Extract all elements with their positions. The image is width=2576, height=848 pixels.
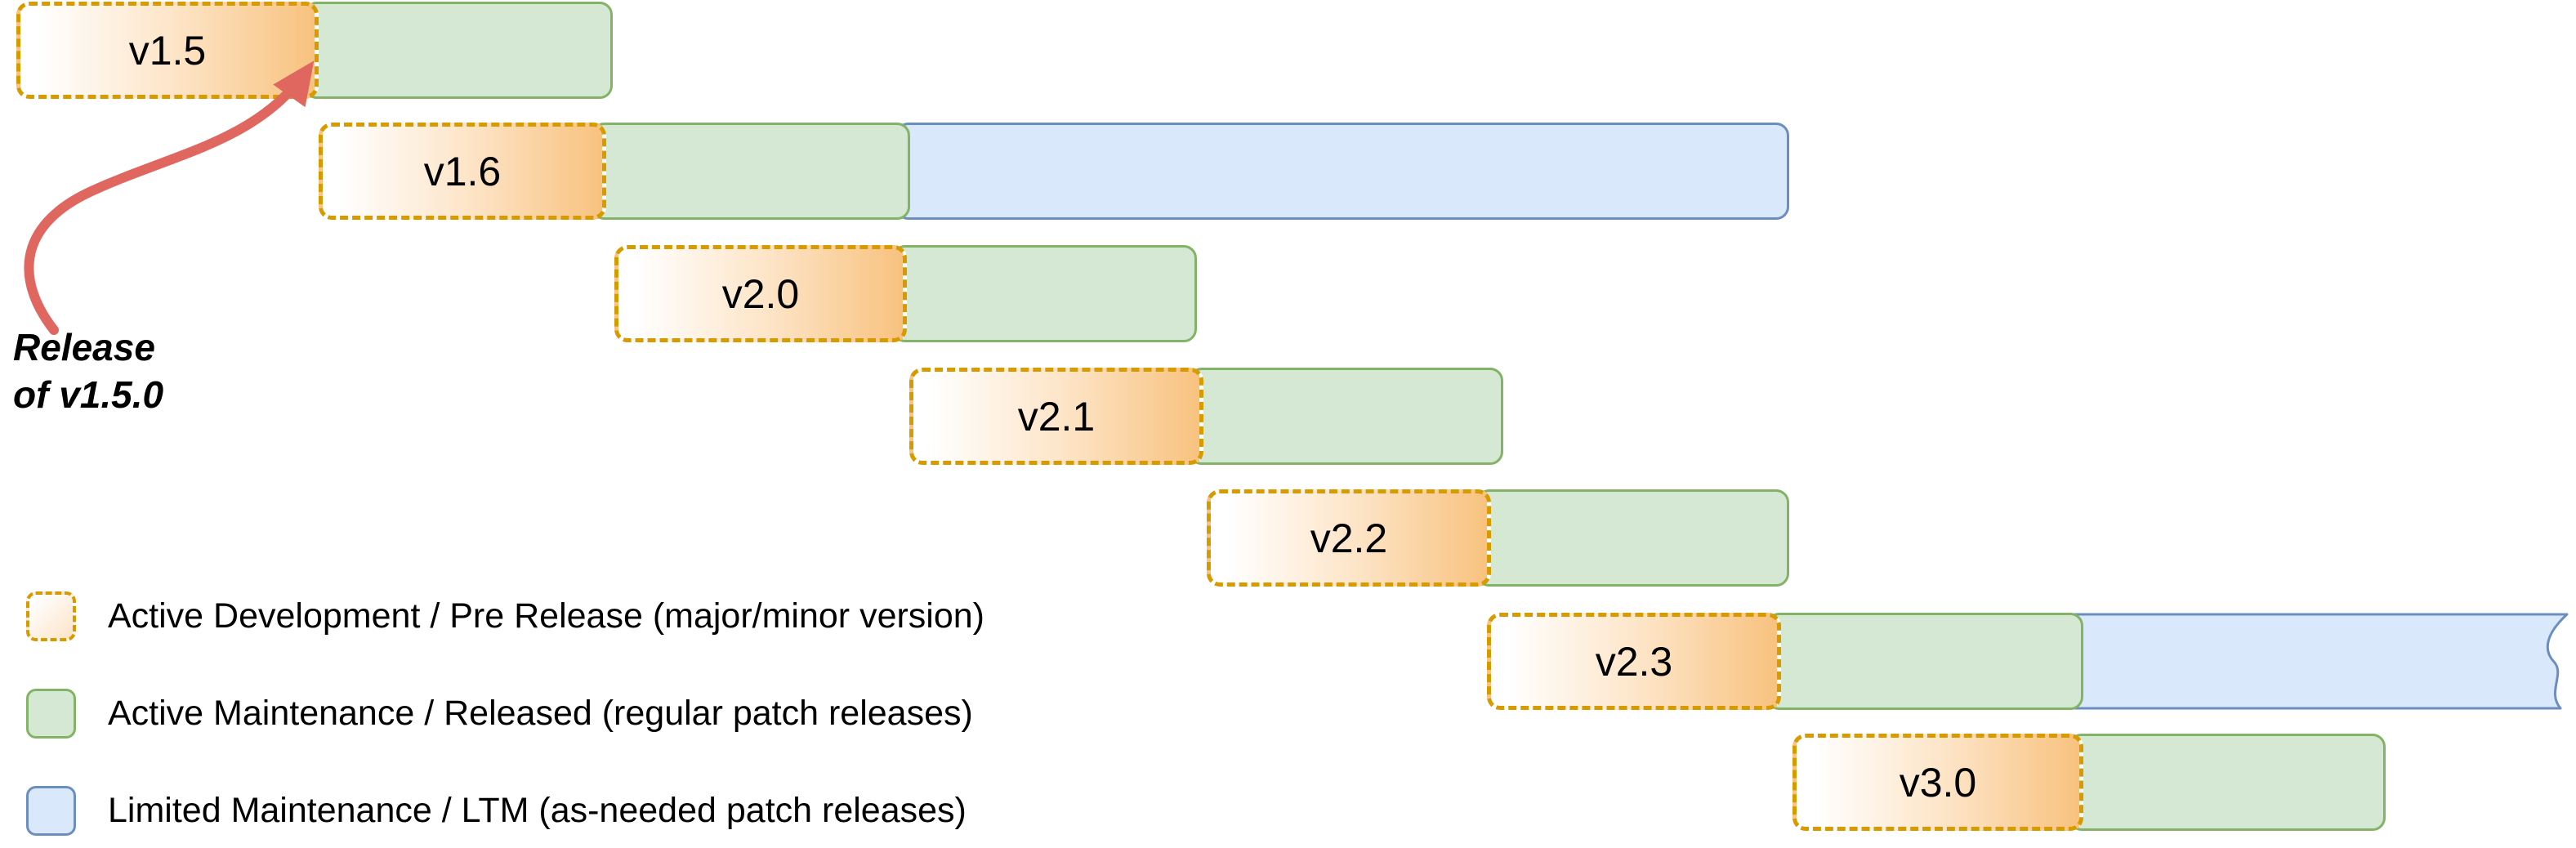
maintenance-swatch-icon — [26, 689, 76, 739]
v3.0-development-segment: v3.0 — [1792, 734, 2083, 831]
bar-label: v2.3 — [1595, 638, 1673, 685]
v2.2-maintenance-segment — [1476, 489, 1789, 587]
v1.6-development-segment: v1.6 — [319, 123, 606, 220]
v2.0-development-segment: v2.0 — [614, 245, 907, 342]
bar-label: v2.0 — [721, 270, 800, 317]
release-annotation: Release of v1.5.0 — [13, 324, 163, 418]
v2.2-development-segment: v2.2 — [1207, 489, 1491, 587]
legend-item-development: Active Development / Pre Release (major/… — [26, 591, 984, 641]
wave-edge — [2069, 613, 2569, 710]
v2.3-maintenance-segment — [1766, 613, 2083, 710]
bar-label: v3.0 — [1899, 759, 1977, 806]
v2.3-ltm-segment — [2069, 613, 2569, 710]
development-swatch-icon — [26, 591, 76, 641]
bar-label: v2.2 — [1310, 515, 1388, 561]
ltm-swatch-icon — [26, 786, 76, 836]
v1.6-ltm-segment — [895, 123, 1789, 220]
legend: Active Development / Pre Release (major/… — [26, 591, 984, 836]
v2.3-development-segment: v2.3 — [1487, 613, 1781, 710]
v2.1-development-segment: v2.1 — [909, 368, 1203, 465]
legend-label-development: Active Development / Pre Release (major/… — [108, 596, 985, 636]
bar-label: v2.1 — [1017, 393, 1096, 440]
release-annotation-line1: Release — [13, 326, 155, 368]
legend-item-maintenance: Active Maintenance / Released (regular p… — [26, 689, 984, 739]
v1.6-maintenance-segment — [592, 123, 910, 220]
legend-label-maintenance: Active Maintenance / Released (regular p… — [108, 694, 973, 733]
v1.5-development-segment: v1.5 — [16, 2, 319, 99]
v2.0-maintenance-segment — [892, 245, 1197, 342]
v3.0-maintenance-segment — [2069, 734, 2386, 831]
v1.5-maintenance-segment — [304, 2, 613, 99]
legend-item-ltm: Limited Maintenance / LTM (as-needed pat… — [26, 786, 984, 836]
bar-label: v1.5 — [128, 27, 207, 74]
legend-label-ltm: Limited Maintenance / LTM (as-needed pat… — [108, 791, 967, 830]
v2.1-maintenance-segment — [1189, 368, 1503, 465]
bar-label: v1.6 — [423, 148, 502, 194]
release-annotation-line2: of v1.5.0 — [13, 373, 164, 416]
